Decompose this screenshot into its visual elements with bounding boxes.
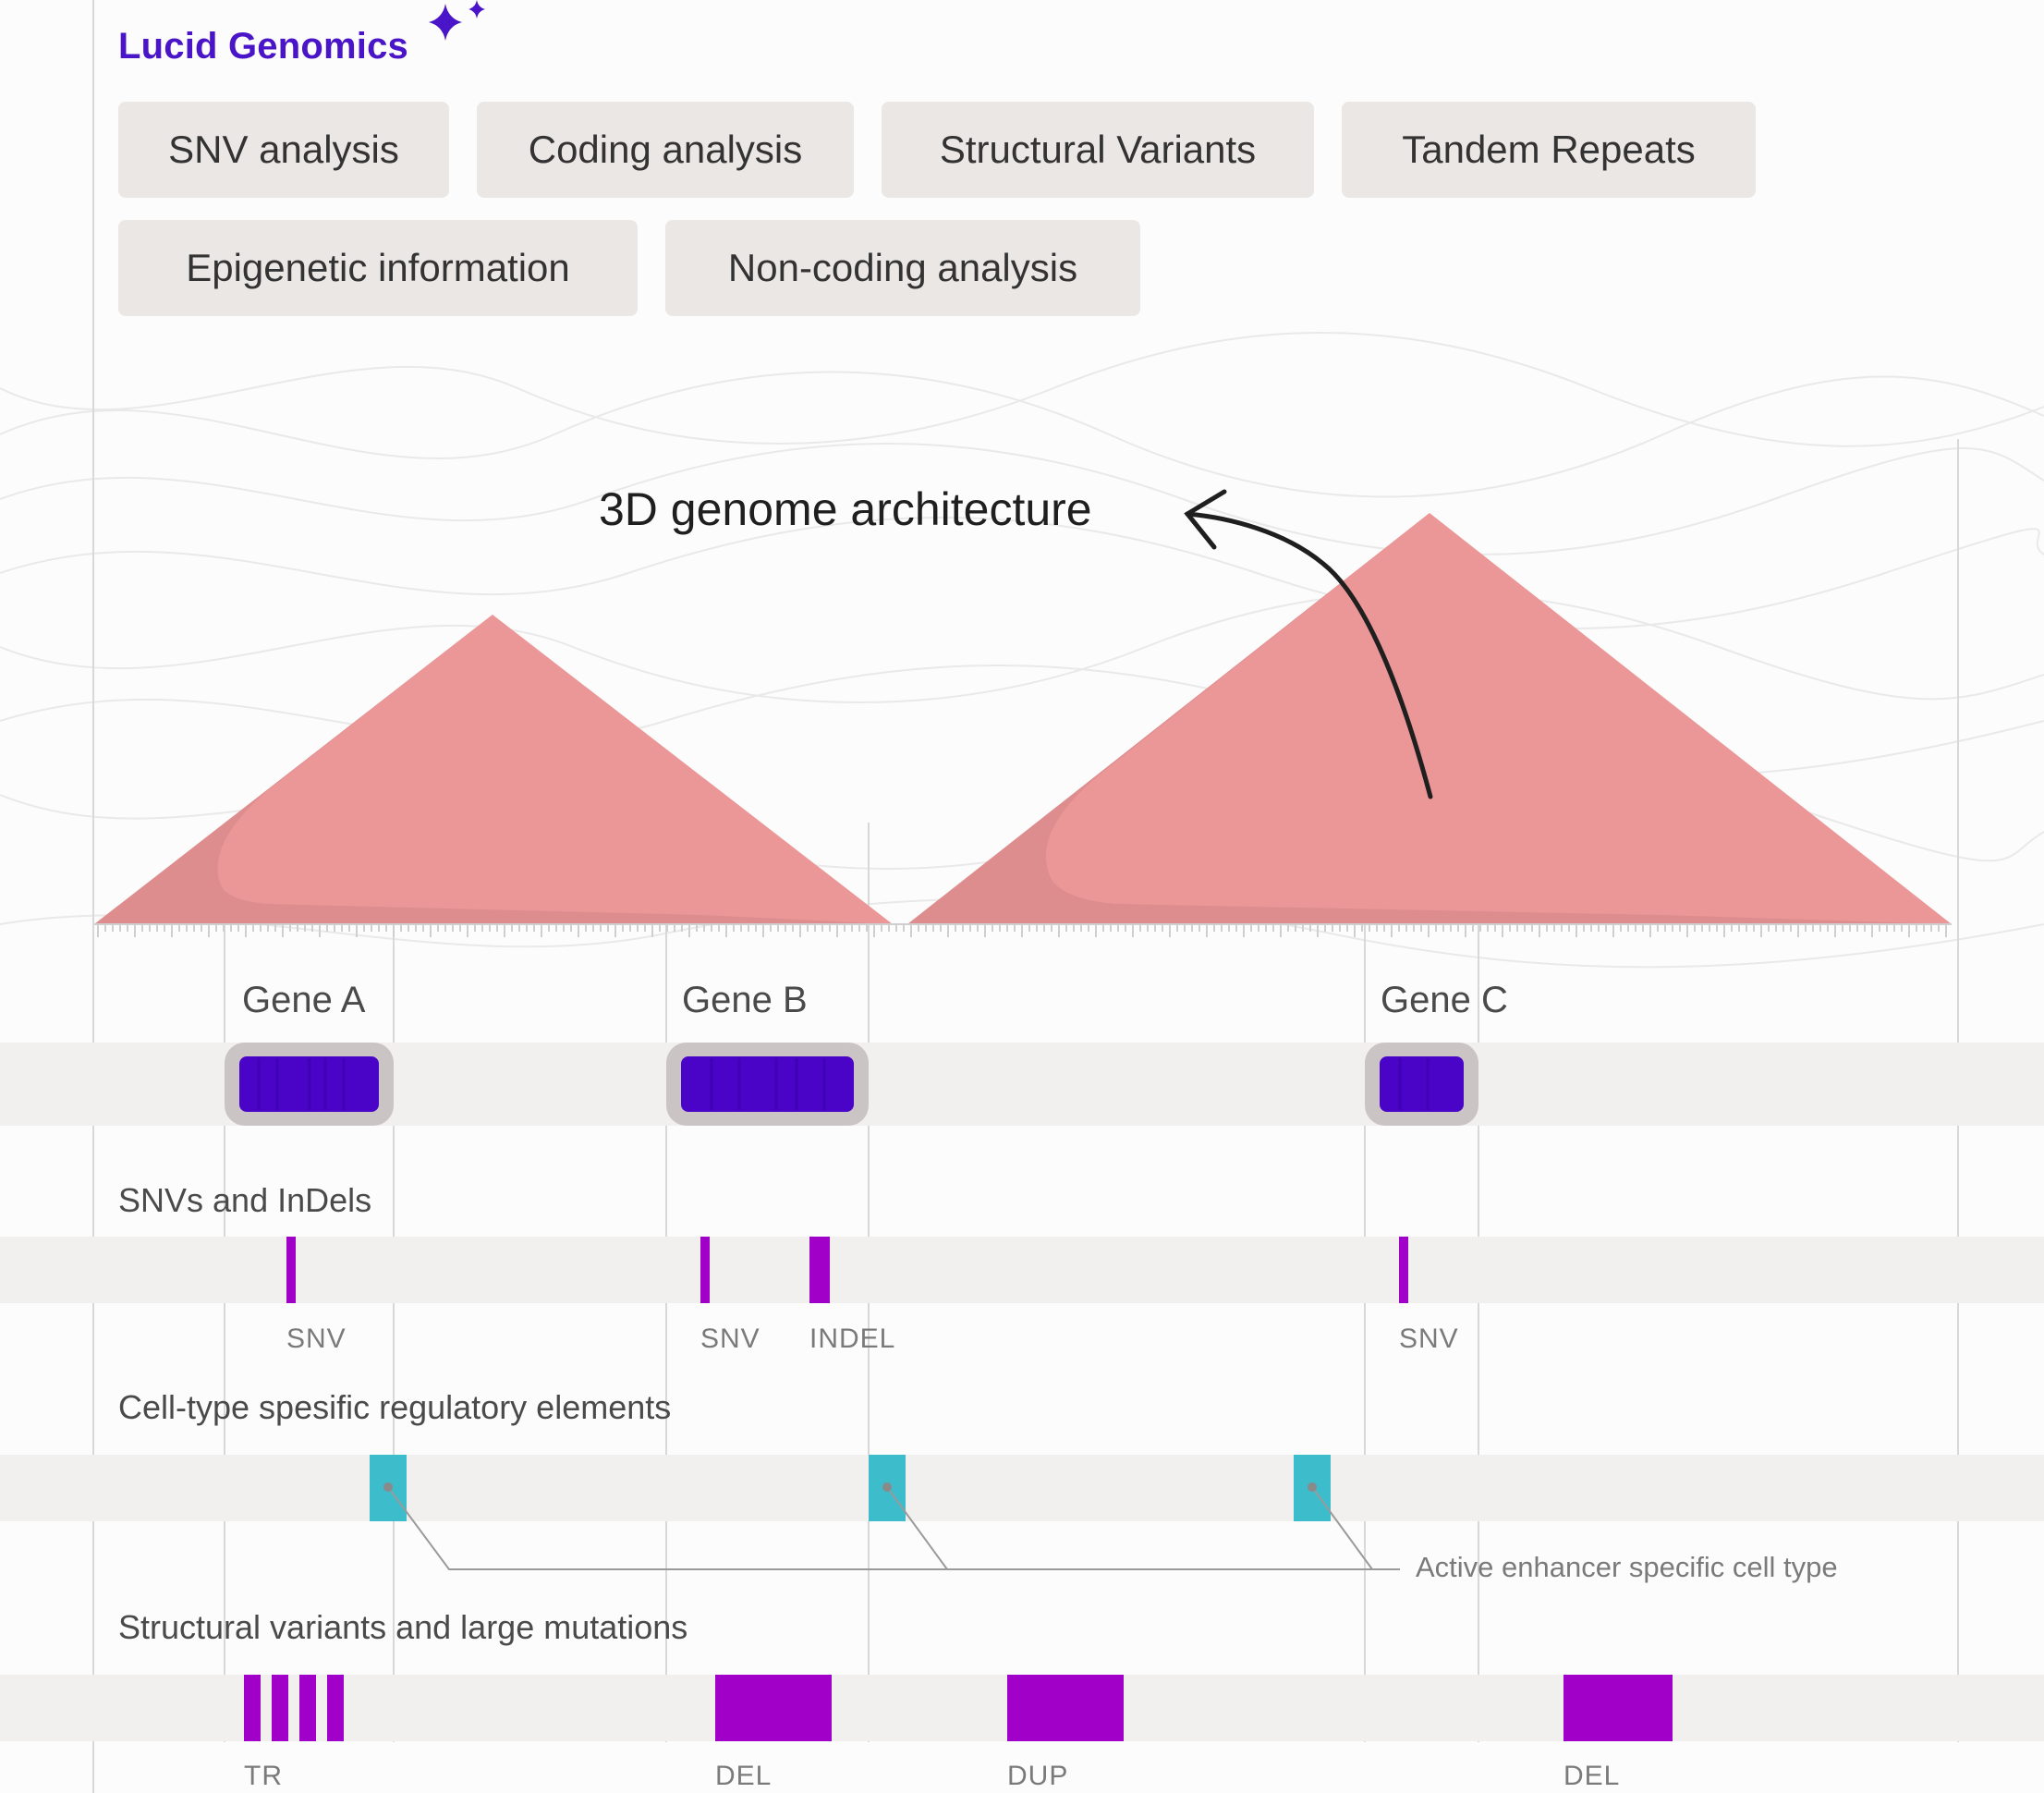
enhancer-leader-lines [387, 1486, 1400, 1570]
snv-track-title: SNVs and InDels [118, 1181, 372, 1219]
snv-track [0, 1237, 2044, 1303]
snv-label: SNV [286, 1323, 347, 1354]
structural-track-title: Structural variants and large mutations [118, 1608, 688, 1646]
tab-structural-variants[interactable]: Structural Variants [882, 102, 1314, 198]
snv-marker[interactable] [700, 1237, 710, 1303]
deletion-marker[interactable] [715, 1675, 832, 1741]
architecture-label: 3D genome architecture [599, 483, 1092, 535]
tab-epigenetic-information[interactable]: Epigenetic information [118, 220, 638, 316]
enhancer-dots [383, 1482, 1317, 1492]
tad-triangle-left [94, 615, 893, 924]
snv-marker[interactable] [1399, 1237, 1408, 1303]
tad-triangle-right [907, 513, 1952, 924]
dup-label: DUP [1007, 1761, 1069, 1791]
duplication-marker[interactable] [1007, 1675, 1124, 1741]
deletion-marker[interactable] [1563, 1675, 1673, 1741]
gene-c-label: Gene C [1381, 980, 1508, 1020]
regulatory-track [0, 1455, 2044, 1521]
indel-marker[interactable] [809, 1237, 830, 1303]
genome-axis [94, 923, 1952, 937]
gene-a-label: Gene A [242, 980, 366, 1020]
tab-snv-analysis[interactable]: SNV analysis [118, 102, 449, 198]
regulatory-track-title: Cell-type spesific regulatory elements [118, 1388, 672, 1426]
gene-c-block[interactable] [1365, 1043, 1478, 1126]
tab-coding-analysis[interactable]: Coding analysis [477, 102, 854, 198]
architecture-arrow [1184, 489, 1433, 799]
snv-label: SNV [1399, 1323, 1459, 1354]
sparkle-icon [429, 0, 485, 41]
gene-b-block[interactable] [666, 1043, 869, 1126]
del-label: DEL [715, 1761, 773, 1791]
tab-tandem-repeats[interactable]: Tandem Repeats [1342, 102, 1756, 198]
tab-non-coding-analysis[interactable]: Non-coding analysis [665, 220, 1140, 316]
indel-label: INDEL [809, 1323, 896, 1354]
tandem-repeat-marker[interactable] [244, 1675, 344, 1741]
snv-label: SNV [700, 1323, 760, 1354]
gene-texture [257, 1058, 1430, 1110]
del-label: DEL [1563, 1761, 1621, 1791]
snv-marker[interactable] [286, 1237, 296, 1303]
brand-logo-text: Lucid Genomics [118, 26, 408, 67]
gene-b-label: Gene B [682, 980, 808, 1020]
enhancer-annotation: Active enhancer specific cell type [1416, 1551, 1838, 1583]
tr-label: TR [244, 1761, 283, 1791]
